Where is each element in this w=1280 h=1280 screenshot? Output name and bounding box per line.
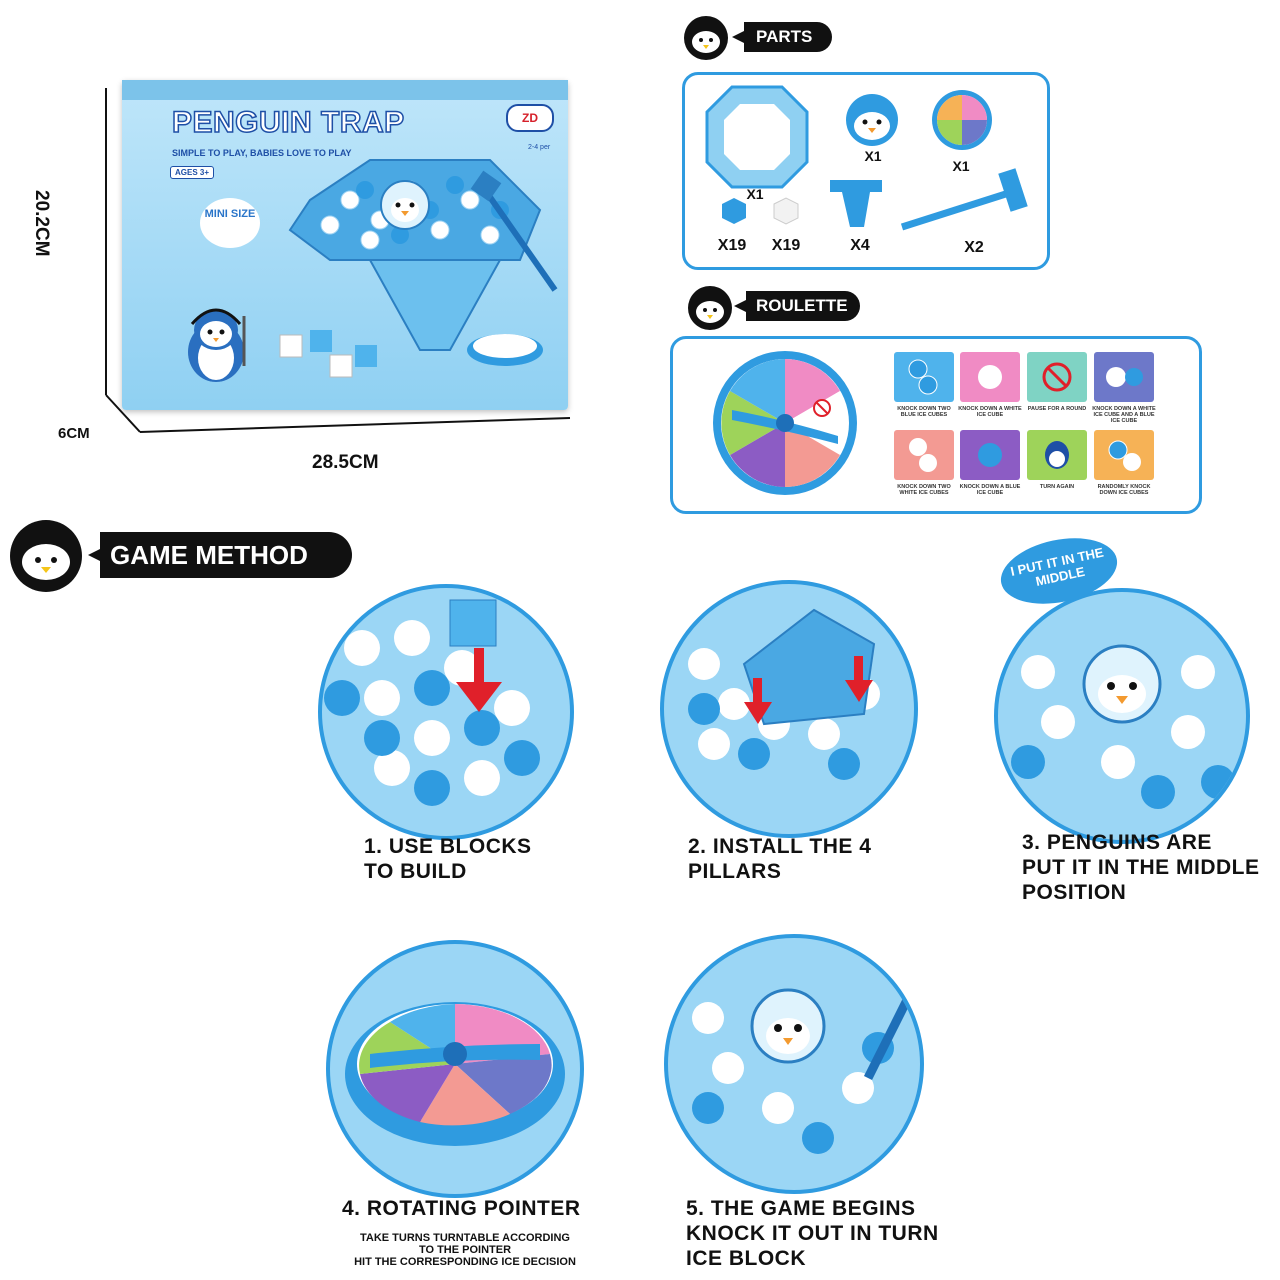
box-age-badge: AGES 3+ [170,166,215,179]
box-depth-label: 6CM [58,425,90,442]
step-3-image [994,588,1250,844]
step-2-line2: PILLARS [688,860,782,883]
game-method-header: GAME METHOD [88,532,352,578]
box-title: PENGUIN TRAP [171,105,405,140]
box-width-label: 28.5CM [312,452,379,473]
brand-logo: ZD [506,104,554,132]
part-qty-roulette: X1 [952,158,970,174]
dimension-lines [105,88,571,433]
legend-caption: PAUSE FOR A ROUND [1027,406,1087,412]
box-subtitle: SIMPLE TO PLAY, BABIES LOVE TO PLAY [172,148,352,158]
legend-caption: KNOCK DOWN A BLUE ICE CUBE [959,484,1021,496]
step-3-caption: 3. PENGUINS ARE PUT IT IN THE MIDDLE POS… [1022,830,1278,905]
step-2-image [660,580,918,838]
player-count: 2-4 per [528,144,551,151]
step-4-image [326,940,584,1198]
part-qty-pillar: X4 [850,237,870,254]
step-5-line2: KNOCK IT OUT IN TURN [686,1222,939,1245]
part-qty-frame: X1 [746,186,764,202]
step-3-line2: PUT IT IN THE MIDDLE [1022,856,1260,879]
step-3-line1: 3. PENGUINS ARE [1022,831,1212,854]
legend-caption: RANDOMLY KNOCK DOWN ICE CUBES [1097,484,1151,496]
step-4-note-line2: TO THE POINTER [418,1244,512,1256]
legend-caption: TURN AGAIN [1039,484,1075,490]
legend-caption: KNOCK DOWN TWO BLUE ICE CUBES [897,406,951,418]
parts-header-label: PARTS [756,27,813,46]
penguin-icon [10,520,82,592]
step-4-caption: 4. ROTATING POINTER [342,1196,622,1221]
part-qty-white-cube: X19 [771,237,801,254]
penguin-icon [684,16,728,60]
part-qty-hammer: X2 [964,239,984,256]
game-method-header-label: GAME METHOD [110,540,308,570]
step-1-line2: TO BUILD [364,860,467,883]
roulette-wheel-image [713,351,857,495]
legend-tile-icons [908,359,1143,472]
step-2-caption: 2. INSTALL THE 4 PILLARS [688,834,948,884]
box-game-board-image [279,159,558,378]
box-top-edge [122,80,568,100]
part-qty-penguin: X1 [864,148,882,164]
step-1-image [318,584,574,840]
legend-caption: KNOCK DOWN A WHITE ICE CUBE AND A BLUE I… [1092,406,1156,424]
step-4-note-line3: HIT THE CORRESPONDING ICE DECISION [354,1256,576,1268]
step-5-image [664,934,924,1194]
step-4-line1: 4. ROTATING POINTER [342,1197,581,1220]
step-1-caption: 1. USE BLOCKS TO BUILD [364,834,604,884]
step-5-caption: 5. THE GAME BEGINS KNOCK IT OUT IN TURN … [686,1196,976,1271]
roulette-header: ROULETTE [734,291,860,321]
step-2-line1: 2. INSTALL THE 4 [688,835,872,858]
mini-size-badge: MINI SIZE [200,198,260,248]
part-qty-blue-cube: X19 [717,237,747,254]
penguin-icon [688,286,732,330]
legend-caption: KNOCK DOWN TWO WHITE ICE CUBES [897,484,951,496]
legend-caption: KNOCK DOWN A WHITE ICE CUBE [958,406,1022,418]
step-1-line1: 1. USE BLOCKS [364,835,532,858]
roulette-legend: KNOCK DOWN TWO BLUE ICE CUBES KNOCK DOWN… [892,352,1162,502]
box-penguin-mascot-image [188,308,246,382]
step-4-note: TAKE TURNS TURNTABLE ACCORDING TO THE PO… [320,1232,610,1268]
step-4-note-line1: TAKE TURNS TURNTABLE ACCORDING [359,1232,570,1244]
product-box: PENGUIN TRAP SIMPLE TO PLAY, BABIES LOVE… [0,0,600,490]
step-5-line3: ICE BLOCK [686,1247,806,1270]
roulette-header-label: ROULETTE [756,296,848,315]
parts-illustrations [705,85,1028,231]
parts-header: PARTS [732,22,832,52]
step-3-line3: POSITION [1022,881,1127,904]
box-height-label: 20.2CM [31,190,52,257]
step-5-line1: 5. THE GAME BEGINS [686,1197,916,1220]
